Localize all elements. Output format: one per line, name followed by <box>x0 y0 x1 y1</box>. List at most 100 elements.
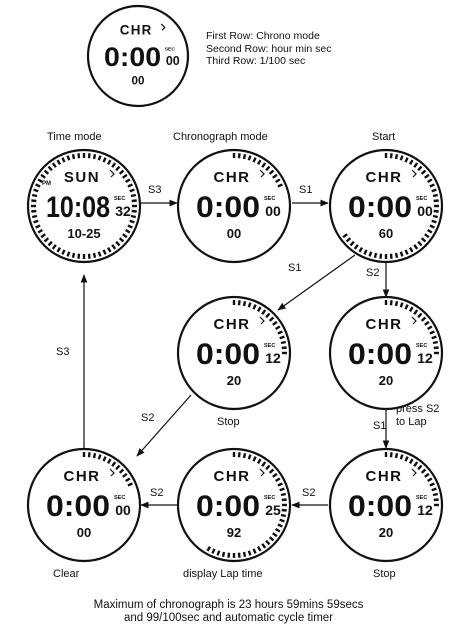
seconds-tick <box>433 199 439 203</box>
seconds-tick <box>408 306 414 313</box>
seconds-tick <box>345 237 352 243</box>
seconds-tick <box>429 482 435 487</box>
seconds-tick <box>431 188 437 193</box>
seconds-tick <box>92 452 97 459</box>
small-seconds-digits: 12 <box>417 502 433 518</box>
signal-icon <box>259 468 265 477</box>
legend-row-1: First Row: Chrono mode <box>206 30 320 42</box>
seconds-tick <box>265 312 271 319</box>
seconds-tick <box>394 252 399 259</box>
seconds-tick <box>279 518 285 523</box>
seconds-tick <box>268 169 275 175</box>
seconds-tick <box>433 346 439 350</box>
seconds-tick <box>404 157 409 163</box>
seconds-tick <box>131 209 137 213</box>
seconds-tick <box>379 253 383 259</box>
seconds-tick <box>431 219 437 224</box>
seconds-tick <box>247 550 252 556</box>
seconds-tick <box>420 169 427 175</box>
seconds-tick <box>408 458 414 465</box>
seconds-tick <box>131 199 137 203</box>
small-seconds-digits: 12 <box>417 350 433 366</box>
seconds-tick <box>31 193 38 198</box>
mode-text: CHR <box>366 468 403 485</box>
main-digits: 0:00 <box>348 490 412 523</box>
seconds-tick <box>429 330 435 335</box>
sec-label: SEC <box>416 495 427 501</box>
seconds-tick <box>426 477 433 483</box>
main-digits: 0:00 <box>196 490 260 523</box>
bottom-digits: 60 <box>379 226 393 241</box>
seconds-tick <box>272 472 278 478</box>
main-digits: 10:08 <box>46 191 110 224</box>
arrow-label-s3-top: S3 <box>148 184 162 196</box>
seconds-tick <box>77 153 81 159</box>
seconds-tick <box>256 159 262 166</box>
seconds-tick <box>426 228 433 234</box>
label-clear: Clear <box>53 568 80 580</box>
arrow-label-s1-right: S1 <box>373 420 387 432</box>
bottom-digits: 92 <box>227 525 241 540</box>
signal-icon <box>109 169 115 178</box>
seconds-tick <box>242 452 247 459</box>
seconds-tick <box>61 249 66 255</box>
mode-text: CHR <box>64 468 101 485</box>
seconds-tick <box>368 251 373 257</box>
seconds-tick <box>47 240 53 247</box>
seconds-tick <box>404 249 409 255</box>
label-time-mode: Time mode <box>47 131 102 143</box>
seconds-tick <box>265 539 271 546</box>
seconds-tick <box>31 199 37 203</box>
signal-icon <box>160 23 166 31</box>
seconds-tick <box>272 532 278 538</box>
seconds-tick <box>127 224 133 229</box>
main-digits: 0:00 <box>46 490 110 523</box>
seconds-tick <box>35 224 41 229</box>
seconds-tick <box>256 306 262 313</box>
signal-icon <box>411 468 417 477</box>
mode-text: CHR <box>366 169 403 186</box>
seconds-tick <box>394 452 399 459</box>
footer-line-1: Maximum of chronograph is 23 hours 59min… <box>93 599 364 611</box>
seconds-tick <box>102 456 107 462</box>
legend-row-3: Third Row: 1/100 sec <box>206 55 306 67</box>
seconds-tick <box>279 335 285 340</box>
legend-row-2: Second Row: hour min sec <box>206 42 332 55</box>
seconds-tick <box>252 548 257 554</box>
seconds-tick <box>272 320 278 326</box>
seconds-tick <box>129 219 135 224</box>
seconds-tick <box>399 302 404 308</box>
seconds-tick <box>277 183 283 188</box>
seconds-tick <box>47 165 53 172</box>
seconds-tick <box>43 169 50 175</box>
seconds-tick <box>56 159 62 166</box>
mode-text: CHR <box>214 468 251 485</box>
seconds-tick <box>431 335 437 340</box>
seconds-tick <box>56 246 62 253</box>
seconds-tick <box>413 461 419 467</box>
seconds-tick <box>130 193 137 198</box>
seconds-tick <box>242 153 247 160</box>
seconds-tick <box>115 165 121 172</box>
seconds-tick <box>247 155 252 161</box>
seconds-tick <box>247 454 252 460</box>
seconds-tick <box>373 252 378 259</box>
seconds-tick <box>97 454 102 460</box>
bottom-digits: 20 <box>227 373 241 388</box>
seconds-tick <box>252 304 257 310</box>
seconds-tick <box>433 209 439 213</box>
pm-indicator: PM <box>42 181 51 187</box>
seconds-tick <box>256 545 262 552</box>
main-digits: 0:00 <box>104 42 161 72</box>
arrow-label-s2-bottom-left: S2 <box>150 487 164 499</box>
label-press-s2-2: to Lap <box>396 416 427 428</box>
seconds-tick <box>102 157 107 163</box>
sec-label: SEC <box>165 47 176 53</box>
watch-bezel <box>176 295 292 411</box>
seconds-tick <box>252 157 257 163</box>
seconds-tick <box>118 169 125 175</box>
seconds-tick <box>281 508 287 512</box>
arrow-label-s2-right: S2 <box>366 267 380 279</box>
